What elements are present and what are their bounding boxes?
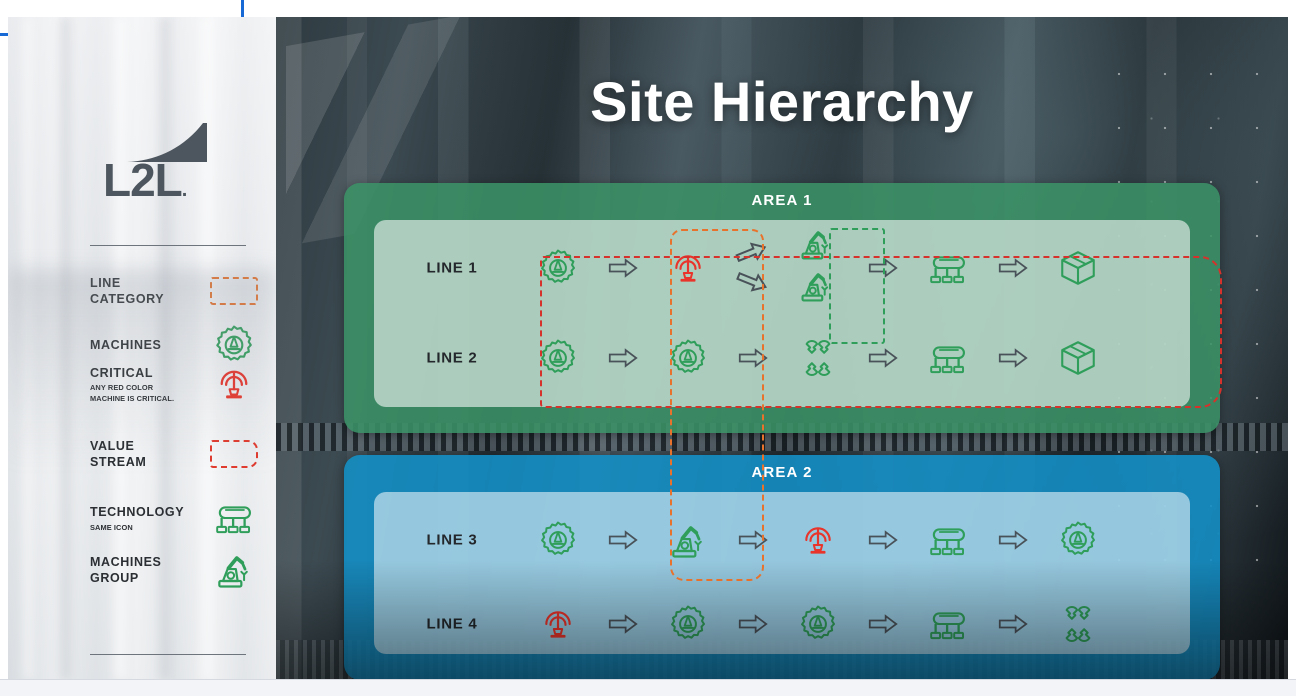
editor-bottom-strip <box>0 679 1296 696</box>
arrow-right-icon <box>724 613 782 635</box>
page-title: Site Hierarchy <box>590 70 974 133</box>
flow-step-crossed-wrenches-icon[interactable] <box>1042 603 1114 645</box>
arrow-right-icon <box>984 529 1042 551</box>
legend-label: MACHINES <box>90 337 161 354</box>
legend-label: CRITICAL ANY RED COLOR MACHINE IS CRITIC… <box>90 365 174 404</box>
robot-arm-icon <box>210 547 258 593</box>
line-row: LINE 1 <box>374 226 1190 310</box>
legend-item-critical: CRITICAL ANY RED COLOR MACHINE IS CRITIC… <box>90 361 258 407</box>
flow-step-gear-machine-icon[interactable] <box>522 248 594 288</box>
area-panel-1: AREA 1 LINE 1 <box>344 183 1222 433</box>
arrow-right-icon <box>854 529 912 551</box>
flow-step-gear-machine-icon[interactable] <box>522 520 594 560</box>
flow-step-critical-press-icon[interactable] <box>522 604 594 644</box>
legend-label-line1: MACHINES <box>90 337 162 352</box>
line-row: LINE 2 <box>374 316 1190 400</box>
legend-label-line1: MACHINES <box>90 554 162 569</box>
line-row: LINE 3 <box>374 498 1190 582</box>
conveyor-icon <box>210 495 258 541</box>
flow-step-conveyor-icon[interactable] <box>912 606 984 642</box>
gear-machine-icon <box>210 322 258 368</box>
legend-label: TECHNOLOGY SAME ICON <box>90 504 184 532</box>
legend-sidebar: L2L. LINE CATEGORY MACHINES <box>8 17 276 680</box>
flow-step-package-box-icon[interactable] <box>1042 247 1114 289</box>
arrow-right-icon <box>594 529 652 551</box>
line-flow <box>522 498 1172 582</box>
flow-step-robot-arm-icon[interactable] <box>652 518 724 562</box>
logo-swoosh-icon <box>125 121 209 163</box>
line-flow <box>522 226 1172 310</box>
legend-sublabel-line1: SAME ICON <box>90 522 133 532</box>
flow-step-gear-machine-icon[interactable] <box>522 338 594 378</box>
area-title: AREA 1 <box>751 192 813 209</box>
logo-wordmark: L2L. <box>103 157 213 203</box>
flow-step-conveyor-icon[interactable] <box>912 250 984 286</box>
flow-step-conveyor-icon[interactable] <box>912 340 984 376</box>
arrow-right-icon <box>594 613 652 635</box>
legend-label-line2: CATEGORY <box>90 292 165 306</box>
legend-item-value-stream: VALUE STREAM <box>90 431 258 477</box>
legend-label-line1: TECHNOLOGY <box>90 505 185 520</box>
arrow-branch-icon <box>724 231 782 305</box>
arrow-right-icon <box>594 347 652 369</box>
logo-dot: . <box>181 179 187 201</box>
line-label: LINE 4 <box>426 615 478 633</box>
orange-dashed-rectangle-icon <box>210 268 258 314</box>
flow-step-gear-machine-icon[interactable] <box>652 604 724 644</box>
flow-step-gear-machine-icon[interactable] <box>652 338 724 378</box>
flow-step-crossed-wrenches-icon[interactable] <box>782 337 854 379</box>
area-body: LINE 3 <box>374 492 1190 654</box>
slide-canvas: L2L. LINE CATEGORY MACHINES <box>8 17 1288 680</box>
area-title: AREA 2 <box>751 464 813 481</box>
legend-sublabel-line2: MACHINE IS CRITICAL. <box>90 394 175 404</box>
flow-step-critical-press-icon[interactable] <box>652 248 724 288</box>
legend-label: MACHINES GROUP <box>90 554 161 587</box>
arrow-right-icon <box>594 257 652 279</box>
main-photo-panel: Site Hierarchy AREA 1 LINE 1 <box>276 17 1288 680</box>
flow-step-conveyor-icon[interactable] <box>912 522 984 558</box>
legend-label-line1: CRITICAL <box>90 365 154 380</box>
line-label: LINE 3 <box>426 531 478 549</box>
arrow-right-icon <box>724 529 782 551</box>
line-flow <box>522 582 1172 666</box>
flow-step-robot-arm-group-icon[interactable] <box>782 226 854 310</box>
red-dashed-rectangle-icon <box>210 431 258 477</box>
line-flow <box>522 316 1172 400</box>
arrow-right-icon <box>984 257 1042 279</box>
legend-item-technology: TECHNOLOGY SAME ICON <box>90 495 258 541</box>
legend-divider-top <box>90 245 246 246</box>
flow-step-package-box-icon[interactable] <box>1042 337 1114 379</box>
legend-item-line-category: LINE CATEGORY <box>90 268 258 314</box>
arrow-right-icon <box>984 613 1042 635</box>
legend-label-line2: GROUP <box>90 571 139 585</box>
line-label: LINE 2 <box>426 349 478 367</box>
legend-sublabel-line1: ANY RED COLOR <box>90 383 154 392</box>
legend-label-line1: LINE <box>90 275 121 290</box>
arrow-right-icon <box>854 613 912 635</box>
photo-floor-band <box>276 640 1288 680</box>
legend-label-line2: STREAM <box>90 455 147 469</box>
brand-logo: L2L. <box>103 121 213 203</box>
line-label: LINE 1 <box>426 259 478 277</box>
legend-divider-bottom <box>90 654 246 655</box>
logo-text-value: L2L <box>103 154 183 206</box>
line-row: LINE 4 <box>374 582 1190 666</box>
area-panel-2: AREA 2 LINE 3 <box>344 455 1220 680</box>
flow-step-critical-press-icon[interactable] <box>782 520 854 560</box>
legend-label: LINE CATEGORY <box>90 275 164 308</box>
area-body: LINE 1 <box>374 220 1222 408</box>
arrow-right-icon <box>724 347 782 369</box>
arrow-right-icon <box>854 347 912 369</box>
legend-label-line1: VALUE <box>90 438 135 453</box>
flow-step-gear-machine-icon[interactable] <box>1042 520 1114 560</box>
legend-item-machines: MACHINES <box>90 322 258 368</box>
legend-item-machines-group: MACHINES GROUP <box>90 547 258 593</box>
flow-step-gear-machine-icon[interactable] <box>782 604 854 644</box>
legend-label: VALUE STREAM <box>90 438 146 471</box>
arrow-right-icon <box>984 347 1042 369</box>
arrow-right-icon <box>854 257 912 279</box>
critical-press-icon <box>210 361 258 407</box>
